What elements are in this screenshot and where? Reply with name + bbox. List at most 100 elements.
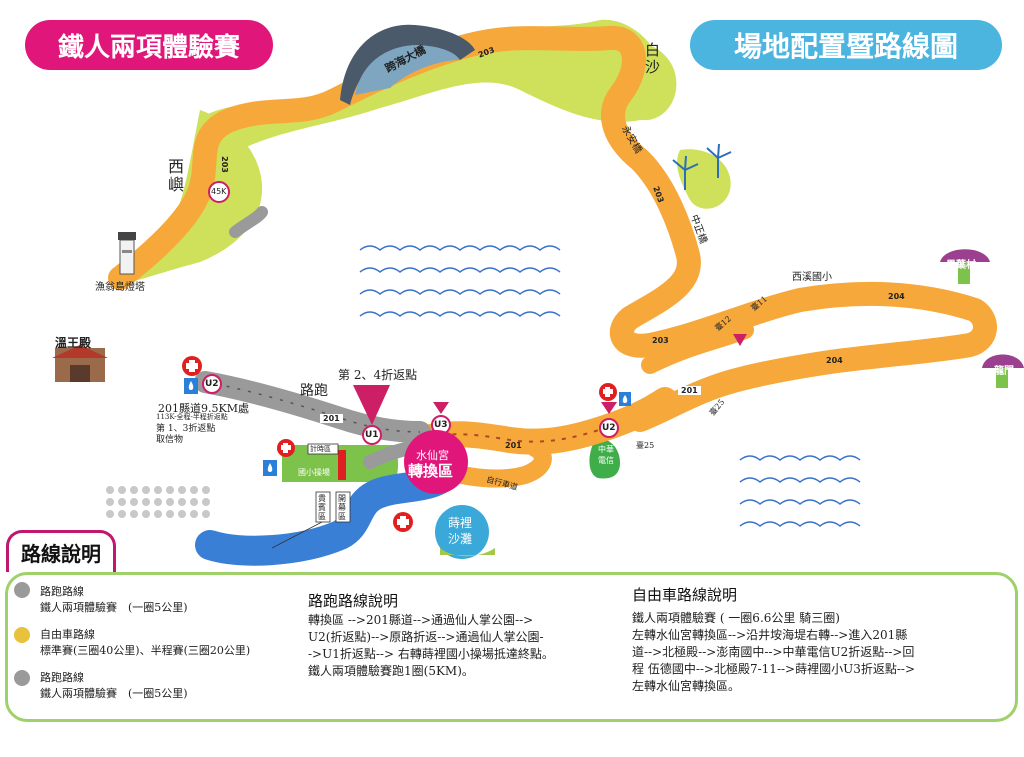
u3-label: U3 bbox=[434, 420, 448, 430]
bike-route-branch bbox=[641, 321, 754, 374]
turn-point-13-note: 第 1、3折返點 bbox=[156, 424, 216, 434]
minor-road bbox=[229, 206, 268, 238]
transition-label-b: 轉換區 bbox=[408, 462, 454, 480]
turn-point-13-label: 201縣道9.5KM處 bbox=[158, 402, 249, 415]
bridge-arch bbox=[340, 24, 475, 105]
mushroom-longmen-icon bbox=[982, 354, 1024, 388]
water-station-icon bbox=[263, 460, 277, 476]
legend-run-dot bbox=[14, 582, 30, 598]
turn-point-24-label: 第 2、4折返點 bbox=[338, 368, 418, 382]
place-lighthouse: 漁翁島燈塔 bbox=[95, 282, 145, 293]
place-wenwang: 溫王殿 bbox=[55, 336, 92, 350]
transition-area bbox=[404, 430, 468, 494]
u1-marker bbox=[362, 425, 382, 445]
legend-item3-title: 路跑路線 bbox=[40, 671, 84, 684]
reception-box bbox=[315, 491, 331, 523]
bike-route-main bbox=[108, 26, 997, 432]
run-label: 路跑 bbox=[300, 383, 328, 399]
callout-line bbox=[271, 521, 323, 549]
turn-point-13-sub: 113K-全程-半程折返點 bbox=[156, 413, 228, 421]
bike-route-line: 左轉水仙宮轉換區-->沿井垵海堤右轉-->進入201縣 bbox=[632, 628, 908, 642]
run-route-desc: 轉換區 -->201縣道-->通過仙人掌公園--> U2(折返點)-->原路折返… bbox=[308, 612, 608, 680]
place-guoye: 果葉村 bbox=[946, 260, 976, 271]
beach-area bbox=[435, 505, 489, 559]
place-xixi: 西溪國小 bbox=[792, 272, 832, 283]
road-203-label: 203 bbox=[652, 336, 669, 345]
u3-triangle bbox=[433, 402, 449, 414]
ceremony-box bbox=[335, 491, 351, 523]
water-station-icon bbox=[619, 392, 631, 406]
km45-marker bbox=[208, 181, 230, 203]
land-cht bbox=[589, 438, 620, 479]
cht-label-a: 中華 bbox=[598, 445, 614, 454]
legend-panel bbox=[5, 572, 1018, 722]
bridge-sky bbox=[355, 45, 460, 95]
bike-route-south bbox=[407, 387, 678, 455]
legend-item2-title: 自由車路線 bbox=[40, 628, 95, 641]
run-route-line: 轉換區 -->201縣道-->通過仙人掌公園--> bbox=[308, 613, 534, 627]
bike-route-line: 鐵人兩項體驗賽 ( 一圈6.6公里 騎三圈) bbox=[632, 611, 840, 625]
event-title: 鐵人兩項體驗賽 bbox=[25, 20, 273, 70]
km45-label: 45K bbox=[211, 187, 227, 196]
road-204-label: 204 bbox=[888, 292, 905, 301]
legend-bike-dot bbox=[14, 627, 30, 643]
run-route-line: U2(折返點)-->原路折返-->通過仙人掌公園- bbox=[308, 630, 544, 644]
road-203-label: 203 bbox=[219, 156, 229, 173]
branch-triangle bbox=[733, 334, 747, 346]
legend-tab: 路線說明 bbox=[6, 530, 116, 572]
u2-east-triangle bbox=[601, 402, 617, 414]
legend-item3-desc: 鐵人兩項體驗賽 (一圈5公里) bbox=[40, 687, 188, 700]
beach-label-a: 蒔裡 bbox=[448, 516, 473, 530]
place-baisha: 白沙 bbox=[645, 41, 661, 76]
road-201-label: 201 bbox=[320, 414, 343, 423]
bike-route-desc: 鐵人兩項體驗賽 ( 一圈6.6公里 騎三圈) 左轉水仙宮轉換區-->沿井垵海堤右… bbox=[632, 610, 1012, 695]
run-route-title: 路跑路線說明 bbox=[308, 592, 399, 610]
school-field-label: 國小操場 bbox=[298, 468, 330, 477]
bike-route-line: 程 伍德國中-->北極殿7-11-->蒔裡國小U3折返點--> bbox=[632, 662, 916, 676]
u2-east-label: U2 bbox=[602, 423, 616, 433]
mushroom-guoye-icon bbox=[940, 249, 990, 284]
legend-run-dot-2 bbox=[14, 670, 30, 686]
map-title: 場地配置暨路線圖 bbox=[690, 20, 1002, 70]
road-201-label: 201 bbox=[678, 386, 701, 395]
clock-area-label: 計時區 bbox=[310, 445, 331, 453]
u2-west-marker bbox=[202, 374, 222, 394]
ceremony-label: 開幕區 bbox=[338, 494, 346, 521]
token-pickup-label: 取信物 bbox=[156, 435, 184, 445]
place-longmen: 龍門 bbox=[994, 366, 1014, 377]
legend-item1-title: 路跑路線 bbox=[40, 585, 84, 598]
bike-route-line: 道-->北極殿-->澎南國中-->中華電信U2折返點-->回 bbox=[632, 645, 915, 659]
waves-right bbox=[739, 455, 861, 527]
turn-point-24-marker bbox=[353, 385, 390, 425]
road-tai25-label: 臺25 bbox=[636, 441, 655, 450]
wind-turbine-icon bbox=[672, 143, 732, 190]
road-204-label: 204 bbox=[826, 356, 843, 365]
u2-west-label: U2 bbox=[205, 379, 219, 389]
legend-item2-desc: 標準賽(三圈40公里)、半程賽(三圈20公里) bbox=[40, 644, 251, 657]
bike-route-line: 左轉水仙宮轉換區。 bbox=[632, 679, 741, 693]
legend-item1-desc: 鐵人兩項體驗賽 (一圈5公里) bbox=[40, 601, 188, 614]
run-route-line: 鐵人兩項體驗賽跑1圈(5KM)。 bbox=[308, 664, 474, 678]
spectator-grid bbox=[106, 486, 210, 518]
place-xiyu: 西嶼 bbox=[168, 157, 185, 194]
cht-label-b: 電信 bbox=[598, 456, 614, 465]
u2-east-marker bbox=[599, 418, 619, 438]
water-channel bbox=[195, 460, 460, 566]
run-route-line: ->U1折返點--> 右轉蒔裡國小操場抵達終點。 bbox=[308, 647, 554, 661]
beach-label-b: 沙灘 bbox=[448, 532, 473, 546]
medical-icon bbox=[182, 356, 202, 376]
road-201-label: 201 bbox=[505, 441, 522, 450]
waves-center bbox=[359, 245, 561, 317]
temple-icon bbox=[52, 345, 108, 382]
finish-line bbox=[338, 450, 346, 480]
medical-icon bbox=[393, 512, 413, 532]
bike-direction-marks bbox=[419, 427, 606, 443]
water-station-icon bbox=[184, 378, 198, 394]
lighthouse-icon bbox=[118, 232, 136, 275]
clock-box bbox=[307, 443, 339, 455]
medical-icon bbox=[599, 383, 617, 401]
beach-sand bbox=[440, 548, 495, 557]
u1-label: U1 bbox=[365, 430, 379, 440]
medical-icon bbox=[277, 439, 295, 457]
bike-route-title: 自由車路線說明 bbox=[632, 586, 738, 604]
